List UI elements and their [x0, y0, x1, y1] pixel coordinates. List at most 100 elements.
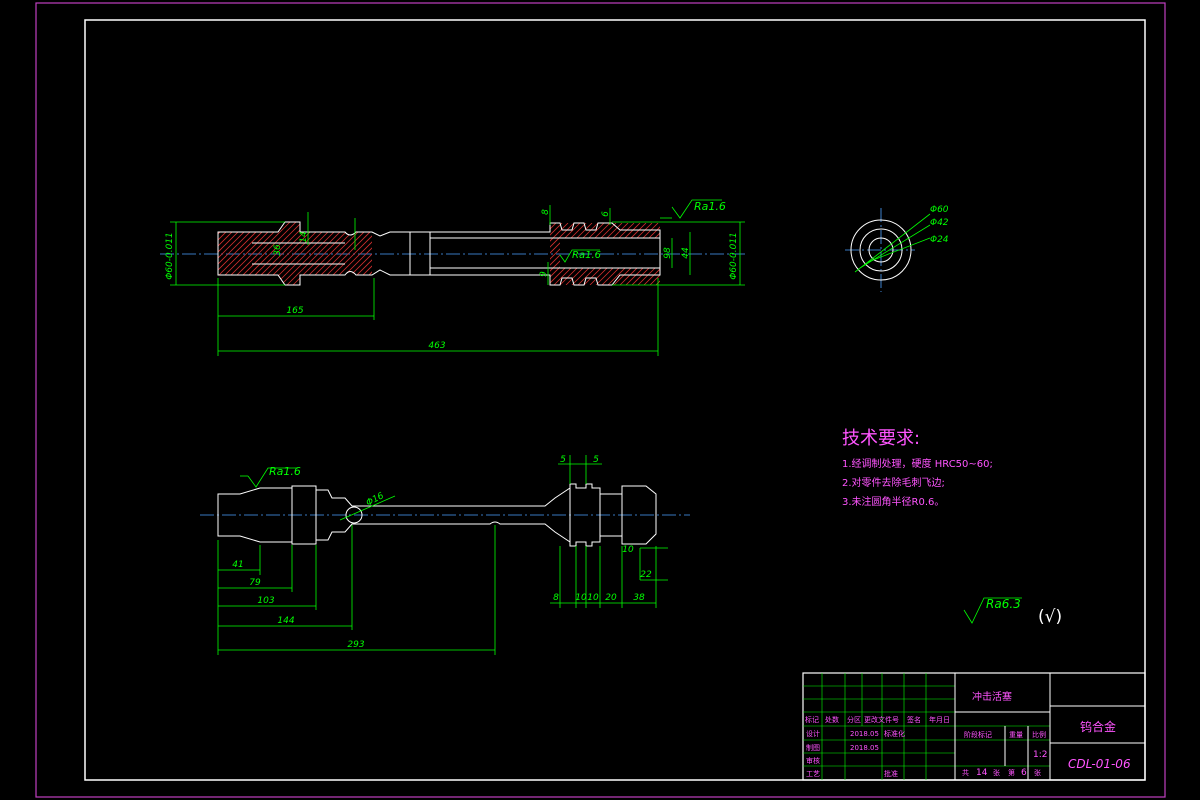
row-standard: 标准化	[884, 729, 905, 738]
hatch-line	[550, 223, 587, 285]
title-block: 冲击活塞 钨合金 CDL-01-06 标记 处数 分区 更改文件号 签名 年月日…	[802, 672, 1146, 781]
row-design-date: 2018.05	[850, 730, 879, 738]
sheets-unit-1: 张	[993, 768, 1000, 777]
roughness-symbol	[963, 597, 1022, 624]
end-dim-phi24: Φ24	[930, 235, 949, 245]
dim-44: 44	[681, 247, 691, 259]
hatch-line	[550, 223, 563, 285]
section-view: Φ60-0.011 36 14 8 6 9 98 44 Φ60-0.011 16…	[160, 199, 745, 356]
leader-line	[339, 495, 396, 521]
dim-14: 14	[299, 231, 309, 243]
dim-293: 293	[347, 640, 364, 650]
title-block-material: 钨合金	[1080, 719, 1116, 734]
title-block-grid	[803, 673, 1050, 780]
row-approve: 批准	[884, 769, 898, 778]
header-sign: 签名	[907, 715, 921, 724]
hatch-line	[238, 222, 303, 285]
tech-requirements-title: 技术要求:	[842, 428, 920, 449]
hatch-line	[218, 222, 249, 285]
stage-label: 阶段标记	[964, 730, 992, 739]
outer-frame	[35, 2, 1166, 798]
header-count: 处数	[825, 715, 839, 724]
hatch-line	[340, 222, 372, 285]
sheets-unit-2: 张	[1034, 768, 1041, 777]
weight-label: 重量	[1009, 731, 1023, 739]
hatch-line	[218, 222, 237, 285]
dim-98: 98	[663, 247, 673, 259]
dim-36: 36	[273, 244, 283, 256]
section-outline	[217, 221, 661, 286]
leader-line	[867, 237, 931, 263]
dim-41: 41	[232, 560, 243, 570]
hatch-line	[286, 222, 351, 285]
end-view: Φ60 Φ42 Φ24	[845, 205, 949, 292]
end-dim-phi60: Φ60	[930, 205, 949, 215]
tech-requirements: 技术要求: 1.经调制处理，硬度 HRC50~60; 2.对零件去除毛刺飞边; …	[842, 428, 993, 508]
row-design: 设计	[806, 729, 820, 738]
title-block-drawing-no: CDL-01-06	[1068, 757, 1131, 771]
dim-144: 144	[277, 616, 294, 626]
dim-phi60-right: Φ60-0.011	[729, 232, 739, 280]
dim-bottom-10a: 10	[575, 593, 587, 603]
dim-top-5a: 5	[560, 455, 566, 465]
hatch-line	[316, 222, 372, 285]
hatch-line	[280, 222, 345, 285]
dim-8: 8	[541, 209, 551, 215]
cross-hole	[345, 506, 363, 524]
dim-103: 103	[257, 596, 274, 606]
dim-bottom-8: 8	[553, 593, 559, 603]
general-roughness-paren: (√)	[1038, 607, 1062, 627]
title-block-part-name: 冲击活塞	[972, 690, 1012, 703]
outline-roughness-label: Ra1.6	[269, 465, 301, 478]
roughness-symbol	[247, 467, 298, 488]
dim-6: 6	[601, 211, 611, 217]
sheet-no-label: 第	[1008, 768, 1015, 777]
dim-165: 165	[286, 306, 303, 316]
dim-right-22: 22	[640, 570, 652, 580]
dim-bottom-20: 20	[605, 593, 617, 603]
row-check: 审核	[806, 756, 820, 765]
hatch-line	[310, 222, 372, 285]
hatch-line	[352, 222, 372, 285]
row-draw: 制图	[806, 743, 820, 752]
hatch-line	[358, 222, 372, 285]
hatch-line	[218, 222, 267, 285]
tech-requirement-2: 2.对零件去除毛刺飞边;	[842, 476, 945, 489]
end-circle-42	[859, 228, 903, 272]
inner-frame	[84, 19, 1146, 781]
roughness-symbol	[671, 199, 722, 219]
hatch-line	[370, 222, 372, 285]
hatch-line	[346, 222, 372, 285]
scale-value: 1:2	[1033, 750, 1047, 760]
hatch-line	[334, 222, 372, 285]
hatch-line	[550, 223, 569, 285]
hatch-line	[232, 222, 297, 285]
sheet-no: 6	[1021, 768, 1027, 778]
dim-bottom-38: 38	[633, 593, 645, 603]
roughness-top-label: Ra1.6	[694, 200, 726, 213]
dim-79: 79	[249, 578, 261, 588]
roughness-symbol	[559, 249, 600, 263]
general-roughness: Ra6.3 (√)	[963, 597, 1062, 627]
dim-right-10: 10	[622, 545, 634, 555]
hatch-line	[322, 222, 372, 285]
dim-top-5b: 5	[593, 455, 599, 465]
row-process: 工艺	[806, 770, 820, 778]
title-block-border	[802, 672, 1146, 781]
general-roughness-label: Ra6.3	[986, 597, 1021, 611]
row-draw-date: 2018.05	[850, 744, 879, 752]
hatch-line	[218, 222, 261, 285]
hatch-line	[364, 222, 372, 285]
dim-9: 9	[539, 271, 549, 277]
outline-view: Ra1.6 Φ16 41 79 103 144 293 5 5 8 10	[200, 455, 690, 655]
end-dim-phi42: Φ42	[930, 218, 949, 228]
end-circle-60	[850, 219, 912, 281]
end-circle-24	[868, 237, 894, 263]
hatch-line	[218, 222, 255, 285]
header-mark: 标记	[805, 715, 819, 724]
tech-requirement-3: 3.未注圆角半径R0.6。	[842, 495, 944, 508]
hatch-line	[218, 222, 279, 285]
dim-bottom-10b: 10	[587, 593, 599, 603]
leader-line	[854, 213, 931, 273]
